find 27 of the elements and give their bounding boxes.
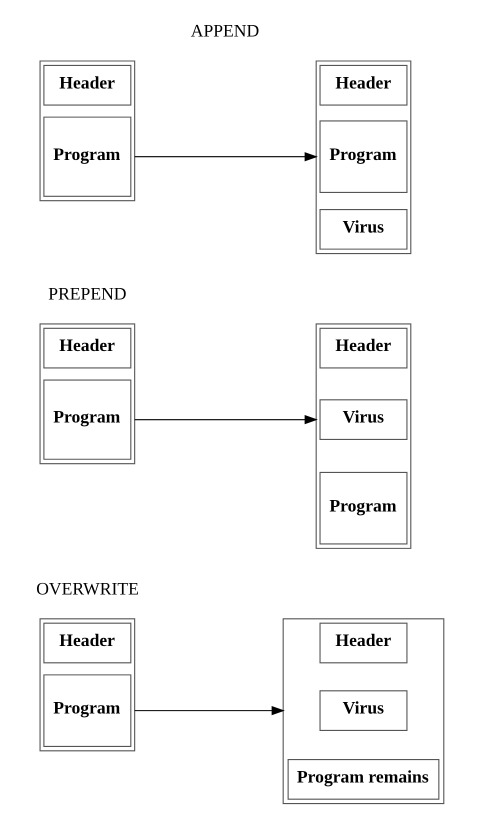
label: APPEND xyxy=(190,20,259,41)
node-box: Header xyxy=(42,64,131,106)
node-box: Program xyxy=(42,380,131,460)
node-box: Program xyxy=(42,674,131,747)
node-box: Program xyxy=(42,116,131,197)
label: OVERWRITE xyxy=(36,578,138,598)
arrow xyxy=(134,152,318,162)
label: PREPEND xyxy=(48,284,126,304)
cluster xyxy=(39,323,135,464)
node-box: Header xyxy=(318,622,407,664)
cluster xyxy=(39,60,135,202)
arrow xyxy=(134,706,284,716)
node-box: Virus xyxy=(318,399,407,440)
node-box: Header xyxy=(318,328,407,368)
node-box: Virus xyxy=(318,208,407,250)
cluster xyxy=(282,618,444,804)
cluster xyxy=(315,60,411,254)
node-box: Program remains xyxy=(287,759,439,800)
node-box: Header xyxy=(318,64,407,106)
cluster xyxy=(315,323,411,549)
node-box: Header xyxy=(42,622,131,664)
node-box: Header xyxy=(42,328,131,368)
cluster xyxy=(39,618,135,752)
node-box: Virus xyxy=(318,690,407,731)
arrow xyxy=(134,415,318,424)
node-box: Program xyxy=(318,120,407,194)
node-box: Program xyxy=(318,472,407,545)
